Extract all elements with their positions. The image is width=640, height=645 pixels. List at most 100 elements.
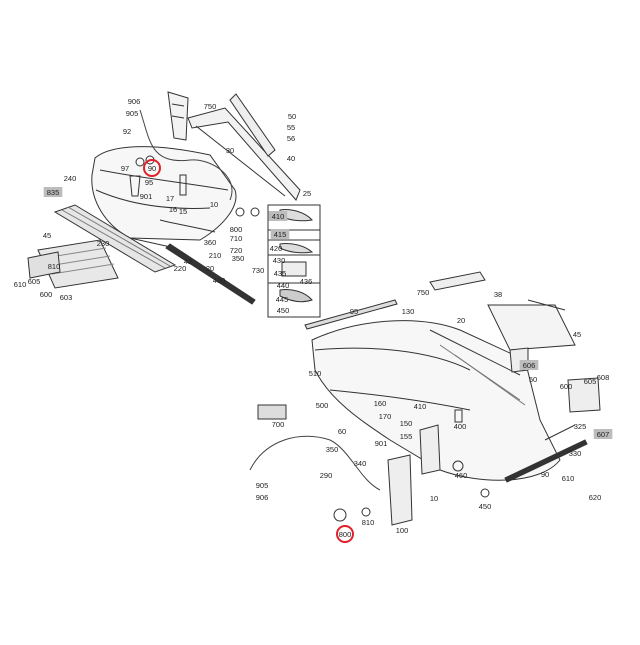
rear-highlight-circle-800	[336, 525, 354, 543]
front-clip-350	[250, 207, 260, 217]
front-callout-text-835: 835	[47, 188, 60, 197]
front-callout-text-15: 15	[179, 207, 187, 216]
rear-callout-906: 906	[256, 493, 269, 502]
front-callout-440: 440	[277, 281, 290, 290]
rear-control-unit	[257, 404, 287, 420]
front-callout-905: 905	[126, 109, 139, 118]
rear-reflector-bracket	[419, 424, 441, 475]
front-sensor-95	[135, 157, 145, 167]
front-callout-text-420: 420	[270, 244, 283, 253]
rear-callout-150: 150	[400, 419, 413, 428]
rear-callout-text-605: 605	[584, 377, 597, 386]
rear-callout-100: 100	[396, 526, 409, 535]
rear-callout-text-160: 160	[374, 399, 387, 408]
rear-callout-text-325: 325	[574, 422, 587, 431]
rear-callout-410: 410	[414, 402, 427, 411]
front-callout-435: 435	[274, 269, 287, 278]
front-callout-92: 92	[123, 127, 131, 136]
front-callout-436: 436	[300, 277, 313, 286]
rear-callout-text-606: 606	[523, 361, 536, 370]
rear-callout-text-38: 38	[494, 290, 502, 299]
front-callout-text-440: 440	[277, 281, 290, 290]
front-callout-17: 17	[166, 194, 174, 203]
front-callout-97: 97	[121, 164, 129, 173]
front-callout-415: 415	[270, 229, 290, 239]
front-callout-430: 430	[273, 256, 286, 265]
front-callout-text-435: 435	[274, 269, 287, 278]
rear-callout-810: 810	[362, 518, 375, 527]
front-callout-text-720: 720	[230, 246, 243, 255]
rear-callout-text-10: 10	[430, 494, 438, 503]
rear-callout-130: 130	[402, 307, 415, 316]
rear-callout-text-460: 460	[455, 471, 468, 480]
rear-callout-330: 330	[569, 449, 582, 458]
front-callout-15: 15	[179, 207, 187, 216]
rear-callout-text-450: 450	[479, 502, 492, 511]
rear-callout-text-800: 800	[339, 530, 352, 539]
rear-sensor-ring-810	[361, 507, 371, 517]
front-callout-text-436: 436	[300, 277, 313, 286]
front-callout-720: 720	[230, 246, 243, 255]
rear-callout-450: 450	[479, 502, 492, 511]
front-callout-810: 810	[48, 262, 61, 271]
rear-callout-90: 90	[541, 470, 549, 479]
rear-callout-text-60: 60	[338, 427, 346, 436]
front-callout-text-17: 17	[166, 194, 174, 203]
front-callout-text-240: 240	[64, 174, 77, 183]
rear-parking-sensor-800	[333, 508, 347, 522]
front-callout-16: 16	[169, 205, 177, 214]
rear-upper-strip	[429, 271, 486, 291]
rear-diffuser	[487, 304, 576, 351]
front-callout-text-605: 605	[28, 277, 41, 286]
front-callout-text-210: 210	[209, 251, 222, 260]
rear-callout-text-350: 350	[326, 445, 339, 454]
front-callout-603: 603	[60, 293, 73, 302]
front-callout-42: 42	[184, 257, 192, 266]
front-callout-text-400: 400	[213, 276, 226, 285]
front-callout-906: 906	[128, 97, 141, 106]
rear-callout-350: 350	[326, 445, 339, 454]
rear-bumper-cover	[311, 320, 561, 481]
rear-callout-606: 606	[519, 360, 539, 370]
front-callout-605: 605	[28, 277, 41, 286]
rear-callout-text-610: 610	[562, 474, 575, 483]
rear-callout-45: 45	[573, 330, 581, 339]
rear-callout-box-607	[593, 429, 613, 439]
rear-callout-box-606	[519, 360, 539, 370]
front-callout-text-410: 410	[272, 212, 285, 221]
front-callout-text-40: 40	[287, 154, 295, 163]
front-callout-835: 835	[43, 187, 63, 197]
rear-callout-95: 95	[350, 307, 358, 316]
rear-callout-text-45: 45	[573, 330, 581, 339]
front-callout-text-10: 10	[210, 200, 218, 209]
rear-callout-608: 608	[597, 373, 610, 382]
rear-callout-text-50: 50	[529, 375, 537, 384]
front-callout-710: 710	[230, 234, 243, 243]
front-callout-25: 25	[303, 189, 311, 198]
front-trim-strip	[165, 243, 256, 305]
rear-callout-text-90: 90	[541, 470, 549, 479]
front-callout-text-730: 730	[252, 266, 265, 275]
front-callout-text-360: 360	[204, 238, 217, 247]
rear-callout-text-810: 810	[362, 518, 375, 527]
front-callout-text-600: 600	[40, 290, 53, 299]
front-callout-55: 55	[287, 123, 295, 132]
rear-callout-text-330: 330	[569, 449, 582, 458]
front-wiring-harness	[139, 109, 233, 201]
front-callout-text-415: 415	[274, 230, 287, 239]
front-callout-text-445: 445	[276, 295, 289, 304]
front-callout-350: 350	[232, 254, 245, 263]
front-callout-text-92: 92	[123, 127, 131, 136]
front-callout-box-415	[270, 229, 290, 239]
rear-callout-text-95: 95	[350, 307, 358, 316]
rear-sensor-450	[480, 488, 490, 498]
front-callout-50: 50	[288, 112, 296, 121]
front-callout-box-835	[43, 187, 63, 197]
front-callout-text-90: 90	[148, 164, 156, 173]
rear-callout-text-100: 100	[396, 526, 409, 535]
front-callout-410: 410	[268, 211, 288, 221]
rear-callout-400: 400	[454, 422, 467, 431]
rear-bumper-diagram	[249, 271, 601, 526]
rear-callout-text-500: 500	[316, 401, 329, 410]
front-callout-text-810: 810	[48, 262, 61, 271]
